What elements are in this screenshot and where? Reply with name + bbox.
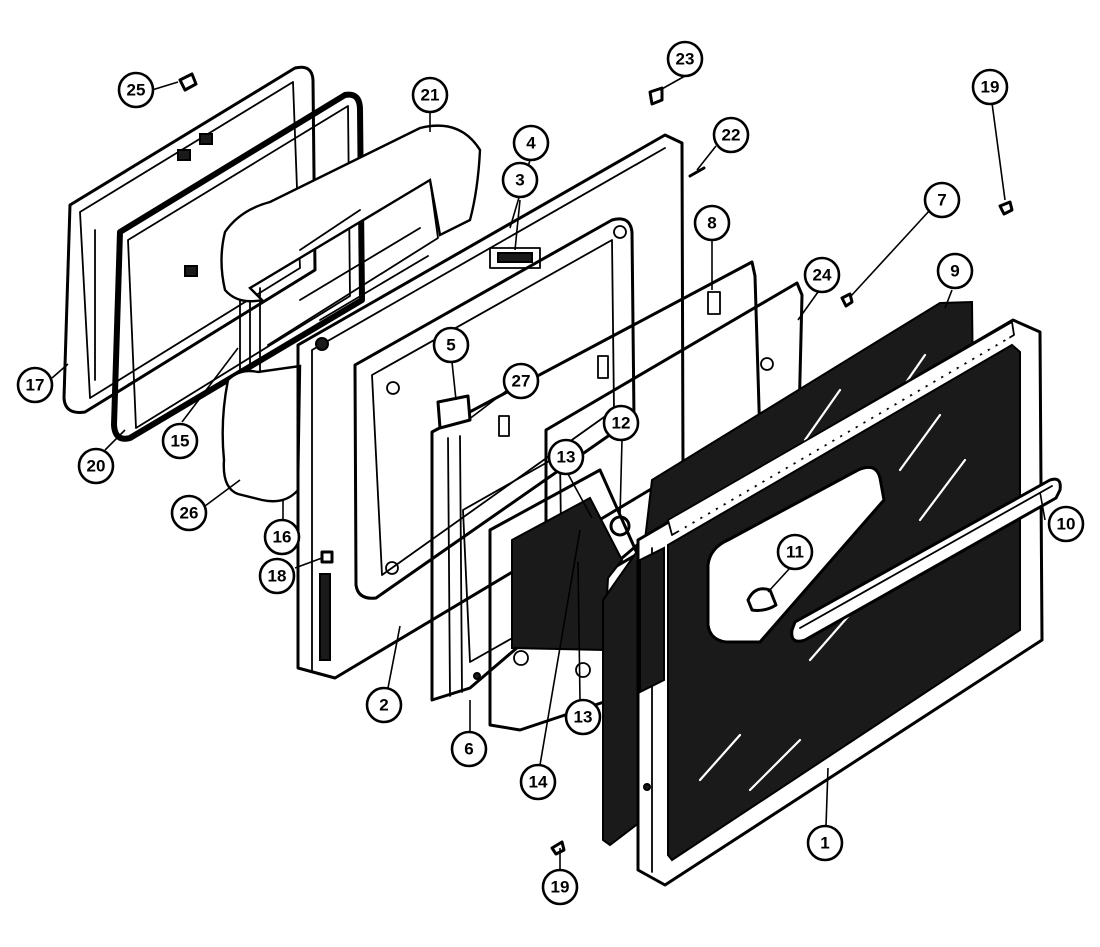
svg-text:11: 11 — [786, 543, 804, 562]
svg-text:12: 12 — [612, 414, 631, 433]
svg-text:18: 18 — [268, 567, 287, 586]
callout-13-upper: 13 — [547, 438, 585, 476]
part-25-clip — [178, 72, 198, 92]
part-26-insulation-lower — [221, 364, 302, 503]
svg-text:19: 19 — [981, 78, 1000, 97]
callout-15: 15 — [161, 422, 199, 460]
svg-text:13: 13 — [557, 448, 576, 467]
callout-17: 17 — [16, 366, 54, 404]
callout-26: 26 — [170, 494, 208, 532]
callout-8: 8 — [693, 204, 731, 242]
callout-4: 4 — [512, 124, 550, 162]
svg-text:17: 17 — [26, 376, 45, 395]
svg-text:15: 15 — [171, 432, 190, 451]
callout-6: 6 — [450, 730, 488, 768]
part-19-screw-top — [998, 200, 1014, 216]
callout-25: 25 — [117, 71, 155, 109]
svg-text:7: 7 — [937, 191, 946, 210]
svg-text:27: 27 — [512, 372, 531, 391]
svg-text:20: 20 — [87, 457, 106, 476]
svg-text:5: 5 — [446, 336, 455, 355]
svg-text:2: 2 — [379, 696, 388, 715]
svg-text:10: 10 — [1057, 515, 1076, 534]
callout-7: 7 — [923, 181, 961, 219]
svg-text:4: 4 — [526, 134, 536, 153]
part-11-knob — [746, 587, 778, 612]
callout-3: 3 — [501, 161, 539, 199]
part-22-screw — [688, 166, 706, 178]
callout-20: 20 — [77, 447, 115, 485]
svg-text:24: 24 — [813, 266, 832, 285]
svg-text:9: 9 — [950, 262, 959, 281]
callout-24: 24 — [803, 256, 841, 294]
callout-1: 1 — [806, 824, 844, 862]
part-21-insulation-upper — [220, 124, 482, 346]
svg-text:19: 19 — [551, 878, 570, 897]
svg-text:3: 3 — [515, 171, 524, 190]
callout-10: 10 — [1047, 505, 1085, 543]
part-20-gasket — [111, 91, 365, 442]
svg-text:22: 22 — [722, 126, 741, 145]
callout-27: 27 — [502, 362, 540, 400]
callout-23: 23 — [666, 40, 704, 78]
part-23-clip — [648, 86, 664, 106]
callout-19-top: 19 — [971, 68, 1009, 106]
svg-text:26: 26 — [180, 504, 199, 523]
svg-text:25: 25 — [127, 81, 146, 100]
svg-text:23: 23 — [676, 50, 695, 69]
callout-2: 2 — [365, 686, 403, 724]
svg-text:16: 16 — [273, 528, 292, 547]
svg-text:6: 6 — [464, 740, 473, 759]
vent-slots — [678, 336, 1010, 532]
callout-19-bottom: 19 — [541, 868, 579, 906]
svg-text:13: 13 — [574, 708, 593, 727]
callout-16: 16 — [263, 518, 301, 556]
part-5-hinge-bracket — [436, 394, 472, 430]
part-12-clip — [609, 515, 631, 537]
part-19-screw-bottom — [550, 840, 566, 856]
part-10-handle — [790, 477, 1062, 643]
part-18-clip — [320, 550, 334, 564]
svg-text:21: 21 — [421, 86, 440, 105]
callout-22: 22 — [712, 116, 750, 154]
callout-12: 12 — [602, 404, 640, 442]
callout-5: 5 — [432, 326, 470, 364]
callout-18: 18 — [258, 557, 296, 595]
callout-11: 11 — [776, 533, 814, 571]
part-7-screw — [840, 292, 854, 308]
svg-text:1: 1 — [820, 834, 829, 853]
part-17-rear-liner — [62, 65, 317, 414]
callout-13-lower: 13 — [564, 698, 602, 736]
leader-lines — [51, 75, 1046, 870]
callout-14: 14 — [519, 763, 557, 801]
svg-text:8: 8 — [707, 214, 716, 233]
callout-21: 21 — [411, 76, 449, 114]
callout-9: 9 — [936, 252, 974, 290]
svg-text:14: 14 — [529, 773, 548, 792]
